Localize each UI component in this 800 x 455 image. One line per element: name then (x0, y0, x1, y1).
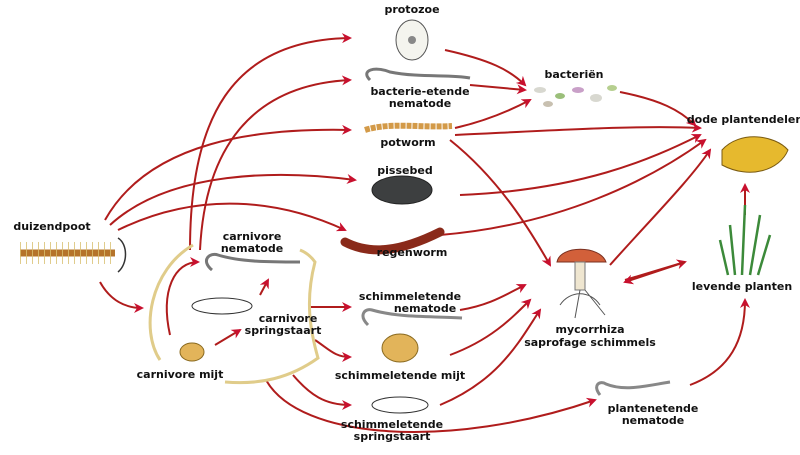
arrow-duizend-to-carnivores (99, 281, 144, 313)
label-levende-planten: levende planten (692, 280, 792, 293)
arrow-regenworm-to-dode (439, 138, 707, 236)
label-schimmeletende-springstaart-2: springstaart (354, 430, 431, 443)
arrow-potworm-to-dode (454, 122, 702, 136)
arrow-springstaart-to-nem (259, 278, 269, 296)
label-schimmeletende-nematode-1: schimmeletende (359, 290, 461, 303)
arrow-mijt-to-springstaart (214, 328, 242, 346)
label-carnivore-nematode-2: nematode (221, 242, 283, 255)
schimmeletende-springstaart-illustration (371, 396, 429, 414)
bacterien-illustration (534, 85, 617, 107)
duizendpoot-illustration (20, 237, 127, 273)
feeding-arrows (99, 33, 750, 433)
label-schimmeletende-nematode-2: nematode (394, 302, 456, 315)
label-bacterie-etende-nematode-1: bacterie-etende (370, 85, 469, 98)
protozoe-illustration (395, 19, 429, 61)
carnivore-springstaart-illustration (191, 297, 253, 315)
bacterie-etende-nematode-illustration (365, 67, 471, 82)
label-schimmeletende-mijt: schimmeletende mijt (335, 369, 465, 382)
arrow-potworm-to-mycorrhiza (449, 139, 551, 267)
arrow-carn-to-bacnem (199, 75, 352, 251)
arrow-duizend-to-regenworm (117, 202, 347, 232)
label-saprofage-schimmels: saprofage schimmels (524, 336, 656, 349)
label-pissebed: pissebed (377, 164, 432, 177)
label-plantenetende-nematode-1: plantenetende (608, 402, 699, 415)
pissebed-illustration (371, 175, 433, 205)
label-regenworm: regenworm (377, 246, 448, 259)
arrow-pissebed-to-dode (459, 134, 702, 196)
regenworm-illustration (340, 227, 445, 255)
arrow-bacnem-to-bacterien (469, 84, 527, 95)
label-carnivore-mijt: carnivore mijt (137, 368, 224, 381)
mushroom-illustration (556, 248, 607, 319)
arrow-mijt-to-carnnem (165, 257, 200, 336)
label-schimmeletende-springstaart-1: schimmeletende (341, 418, 443, 431)
arrow-mycorrhiza-to-dode (609, 148, 712, 266)
label-bacterie-etende-nematode-2: nematode (389, 97, 451, 110)
arrow-duizend-to-potworm (104, 124, 352, 221)
carnivore-nematode-illustration (205, 252, 301, 272)
label-protozoe: protozoe (384, 3, 439, 16)
arrow-planten-to-mycorrhiza (623, 261, 686, 285)
arrow-schimmijt-to-mycorrhiza (449, 298, 532, 356)
carnivore-mijt-illustration (179, 342, 205, 362)
arrow-duizend-to-pissebed (109, 173, 357, 226)
potworm-illustration (364, 122, 453, 133)
label-bacterien: bacteriën (544, 68, 603, 81)
label-carnivore-springstaart-2: springstaart (245, 324, 322, 337)
schimmeletende-nematode-illustration (361, 308, 463, 327)
label-dode-plantendelen: dode plantendelen (687, 113, 800, 126)
levende-planten-illustration (718, 204, 772, 276)
carnivore-group-bracket (148, 243, 320, 385)
label-duizendpoot: duizendpoot (13, 220, 90, 233)
label-plantenetende-nematode-2: nematode (622, 414, 684, 427)
label-mycorrhiza: mycorrhiza (556, 323, 625, 336)
label-carnivore-springstaart-1: carnivore (259, 312, 318, 325)
arrow-potworm-to-bacterien (454, 99, 532, 129)
schimmeletende-mijt-illustration (381, 333, 419, 363)
arrow-carn-to-protozoe (189, 33, 352, 251)
label-potworm: potworm (380, 136, 435, 149)
arrow-schimspring-to-mycorrhiza (439, 308, 542, 406)
dode-plantendelen-illustration (721, 136, 789, 173)
arrow-plantnem-to-planten (689, 298, 750, 386)
arrow-carn-to-schimmijt (314, 339, 352, 362)
label-carnivore-nematode-1: carnivore (223, 230, 282, 243)
arrow-schimnem-to-mycorrhiza (459, 284, 527, 311)
arrow-bacterien-to-dode (619, 91, 697, 127)
arrow-carn-to-schimspring (292, 374, 352, 410)
arrow-carn-to-plantnem (265, 379, 597, 433)
plantenetende-nematode-illustration (595, 380, 671, 396)
arrow-protozoe-to-bacterien (444, 49, 527, 87)
